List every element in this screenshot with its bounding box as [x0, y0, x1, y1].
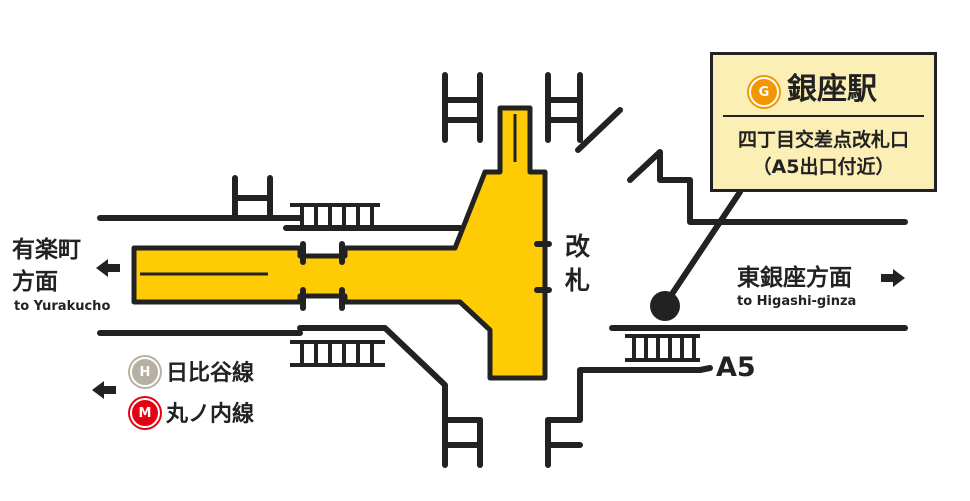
exit-a5-label: A5: [716, 352, 756, 383]
gate-name: 四丁目交差点改札口: [737, 129, 909, 151]
direction-west-line1: 有楽町: [12, 237, 81, 263]
wall-bottom-diagonal: [297, 325, 448, 468]
stairs-lower-left: [290, 340, 385, 367]
wall-bottom-right: [545, 365, 713, 423]
callout-divider: [723, 115, 924, 117]
stairs-upper-left: [290, 203, 380, 230]
station-callout: G 銀座駅 四丁目交差点改札口 （A5出口付近）: [710, 52, 937, 192]
direction-west-line2: 方面: [12, 269, 58, 295]
gate-note: （A5出口付近）: [752, 156, 895, 178]
ginza-line-icon: G: [749, 77, 779, 107]
direction-east-en: to Higashi-ginza: [737, 294, 857, 309]
direction-east: 東銀座方面: [737, 265, 852, 291]
arrow-left-transfer: [92, 381, 116, 399]
station-name: 銀座駅: [787, 72, 877, 107]
location-marker: [650, 291, 680, 321]
wall-top-right: [575, 107, 623, 153]
transfer-marunouchi: 丸ノ内線: [166, 402, 255, 427]
gate-label-1: 改: [565, 232, 591, 261]
marunouchi-line-icon: M: [130, 398, 160, 428]
arrow-left-yurakucho: [96, 259, 120, 277]
direction-west-en: to Yurakucho: [14, 299, 111, 314]
hibiya-line-icon: H: [130, 357, 160, 387]
arrow-right-higashiginza: [881, 269, 905, 287]
stairs-exit-a5: [625, 334, 700, 362]
wall-upper-right: [627, 149, 908, 225]
transfer-hibiya: 日比谷線: [166, 361, 255, 386]
gate-label-2: 札: [565, 266, 591, 295]
